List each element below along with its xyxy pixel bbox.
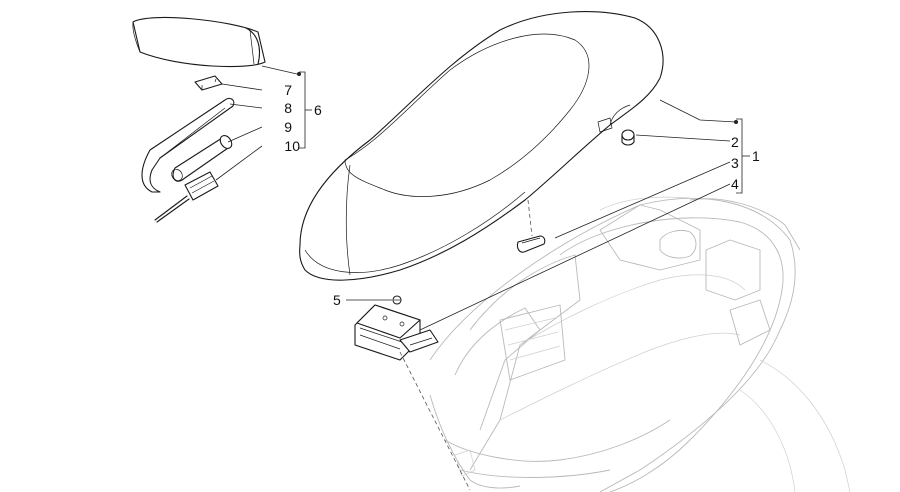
lock-mechanism-part [354, 304, 439, 361]
callout-8: 8 [284, 100, 292, 116]
socket-wrench-part [171, 135, 233, 182]
callout-1: 1 [752, 148, 760, 164]
callout-3: 3 [731, 155, 739, 171]
callout-5: 5 [333, 292, 341, 308]
clip-part [194, 75, 223, 91]
callout-4: 4 [731, 176, 739, 192]
callout-2: 2 [731, 134, 739, 150]
leader-lines [215, 65, 750, 491]
screw-part [392, 295, 402, 305]
scooter-frame-ghost [429, 196, 851, 492]
callout-9: 9 [284, 119, 292, 135]
callout-labels: 1 2 3 4 5 6 7 8 9 10 [284, 82, 760, 308]
callout-10: 10 [284, 138, 300, 154]
tool-bag-part [132, 16, 266, 68]
wrench-part [141, 97, 235, 193]
seat-part [299, 11, 664, 281]
seat-latch-part [516, 235, 546, 253]
rubber-buffer-part [621, 129, 635, 146]
callout-6: 6 [314, 102, 322, 118]
callout-7: 7 [284, 82, 292, 98]
screwdriver-part [154, 171, 219, 223]
